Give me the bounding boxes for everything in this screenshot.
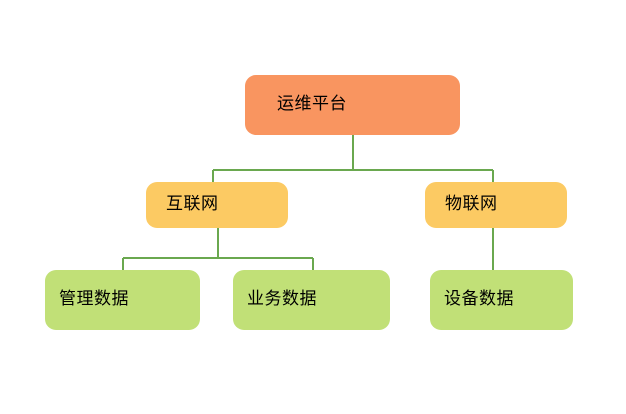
node-business-data[interactable]: 业务数据 (233, 270, 390, 330)
node-root-label: 运维平台 (277, 94, 347, 115)
node-internet-label: 互联网 (166, 194, 219, 215)
node-device-data[interactable]: 设备数据 (430, 270, 573, 330)
node-root[interactable]: 运维平台 (245, 75, 460, 135)
node-business-data-label: 业务数据 (247, 289, 317, 310)
node-iot[interactable]: 物联网 (425, 182, 567, 228)
node-internet[interactable]: 互联网 (146, 182, 288, 228)
node-device-data-label: 设备数据 (444, 289, 514, 310)
node-management-data[interactable]: 管理数据 (45, 270, 200, 330)
node-management-data-label: 管理数据 (59, 289, 129, 310)
node-iot-label: 物联网 (445, 194, 498, 215)
